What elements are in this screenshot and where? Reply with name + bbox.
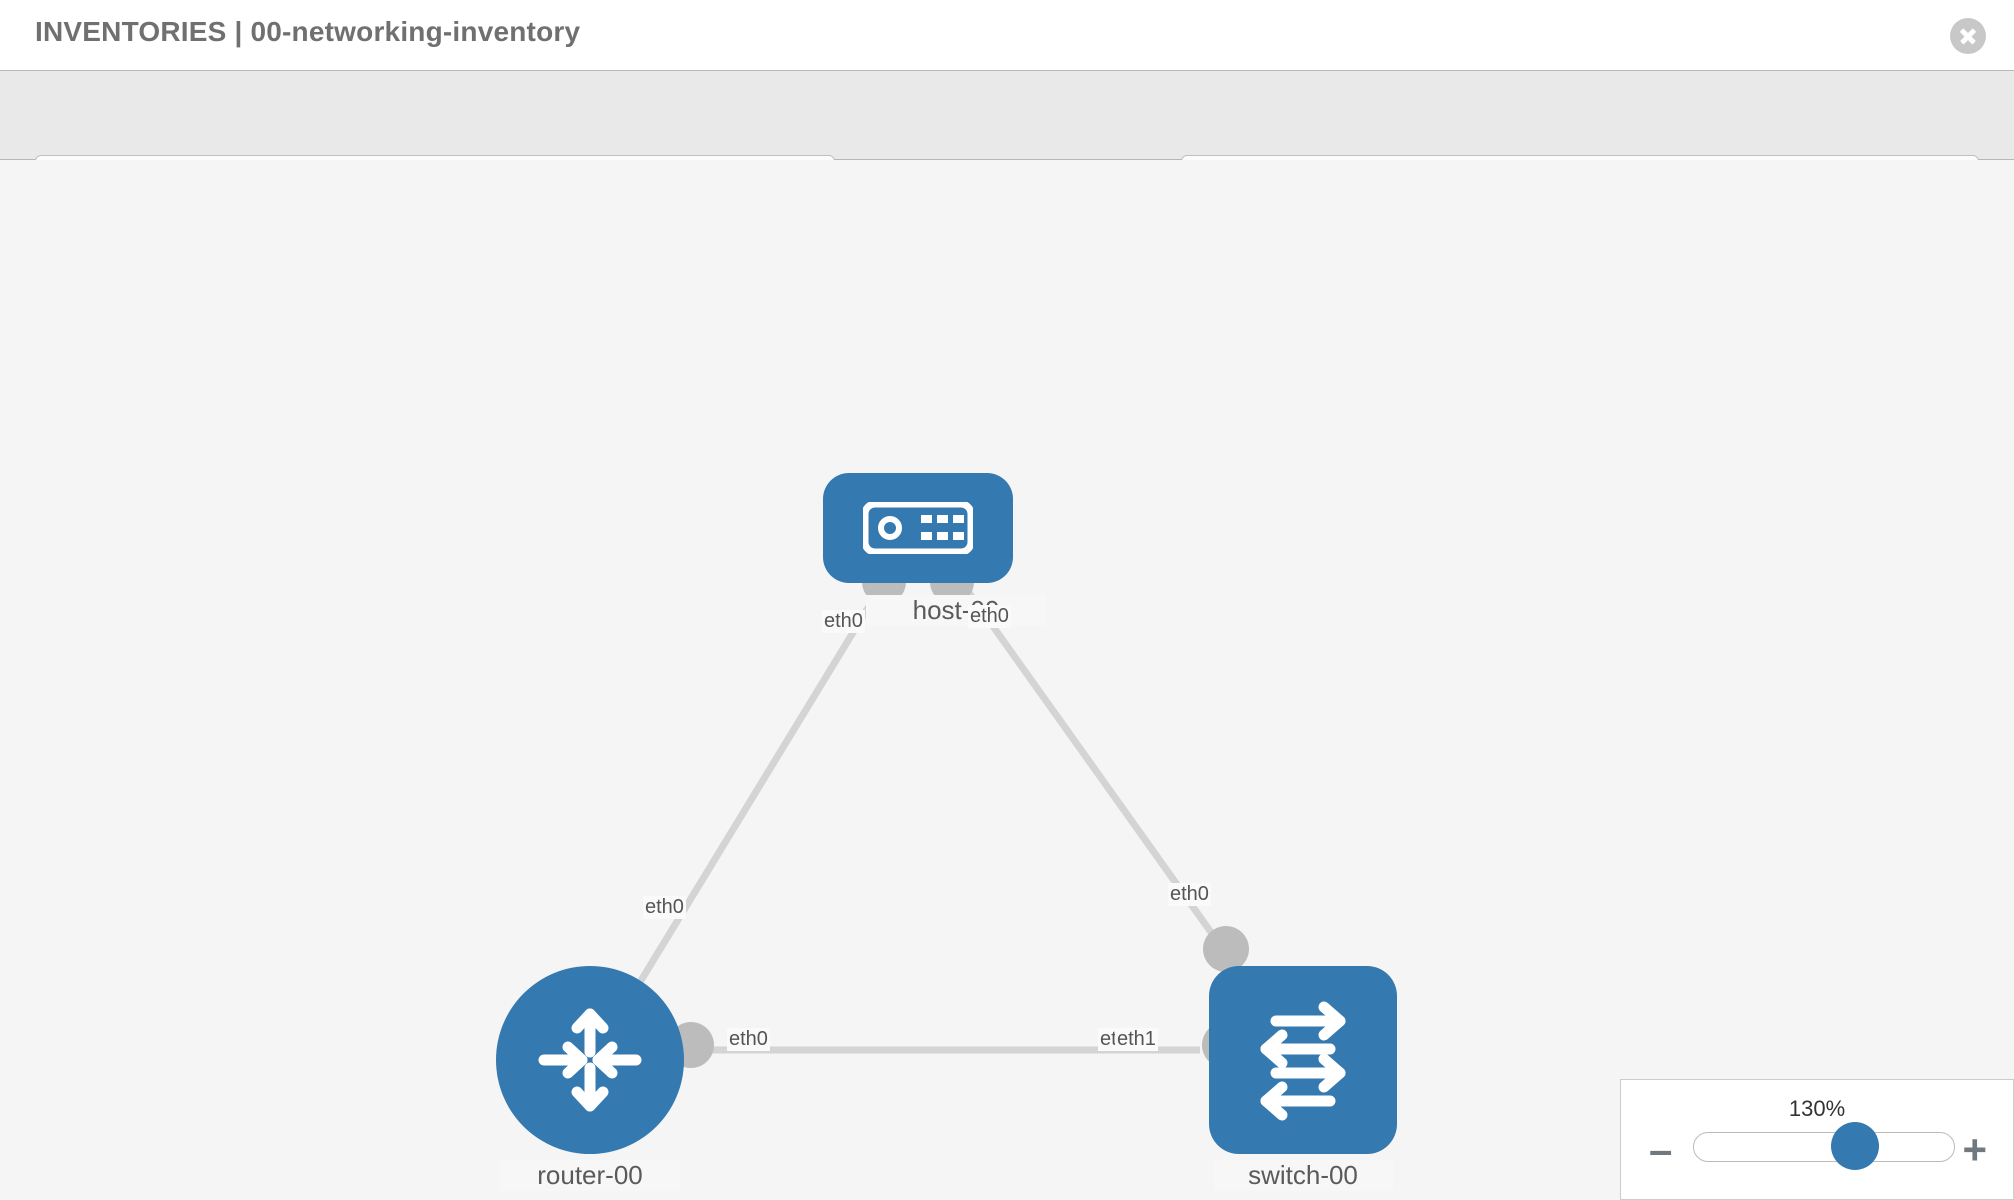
zoom-slider-track[interactable] — [1693, 1132, 1955, 1162]
edge-label-router-right: eth0 — [727, 1028, 770, 1051]
node-host-00-label: host-00 — [866, 595, 1046, 626]
node-switch-00[interactable] — [1209, 966, 1397, 1154]
edge-label-host-right: eth0 — [968, 605, 1011, 628]
edge-label-switch-left-b: eth1 — [1115, 1028, 1158, 1051]
toolbar: ACTIONS SEARCH — [0, 71, 2014, 217]
topology-edges — [617, 577, 1248, 1054]
server-icon — [863, 502, 973, 554]
page-header: INVENTORIES | 00-networking-inventory — [0, 0, 2014, 71]
edge-label-switch-up: eth0 — [1168, 883, 1211, 906]
edge-label-host-left: eth0 — [822, 610, 865, 633]
port-switch-top[interactable] — [1203, 926, 1249, 972]
zoom-out-button[interactable]: – — [1649, 1126, 1673, 1173]
edge-label-router-up: eth0 — [643, 896, 686, 919]
zoom-percent-label: 130% — [1788, 1096, 1846, 1121]
node-host-00[interactable] — [823, 473, 1013, 583]
topology-canvas[interactable]: host-00 — [0, 160, 2014, 1200]
node-router-00[interactable] — [496, 966, 684, 1154]
topology-graph: host-00 — [0, 160, 2014, 1200]
zoom-control: 130% – + — [1620, 1079, 2014, 1200]
node-host-00-shape[interactable] — [823, 473, 1013, 583]
switch-arrows-icon — [1260, 1001, 1346, 1121]
node-switch-00-label: switch-00 — [1213, 1160, 1393, 1191]
zoom-slider-handle[interactable] — [1831, 1122, 1880, 1170]
node-router-00-shape[interactable] — [496, 966, 684, 1154]
close-icon[interactable] — [1950, 18, 1986, 54]
node-switch-00-shape[interactable] — [1209, 966, 1397, 1154]
node-router-00-label: router-00 — [500, 1160, 680, 1191]
zoom-in-button[interactable]: + — [1962, 1126, 1987, 1173]
page-title: INVENTORIES | 00-networking-inventory — [35, 16, 581, 47]
router-arrows-icon — [538, 1008, 642, 1112]
